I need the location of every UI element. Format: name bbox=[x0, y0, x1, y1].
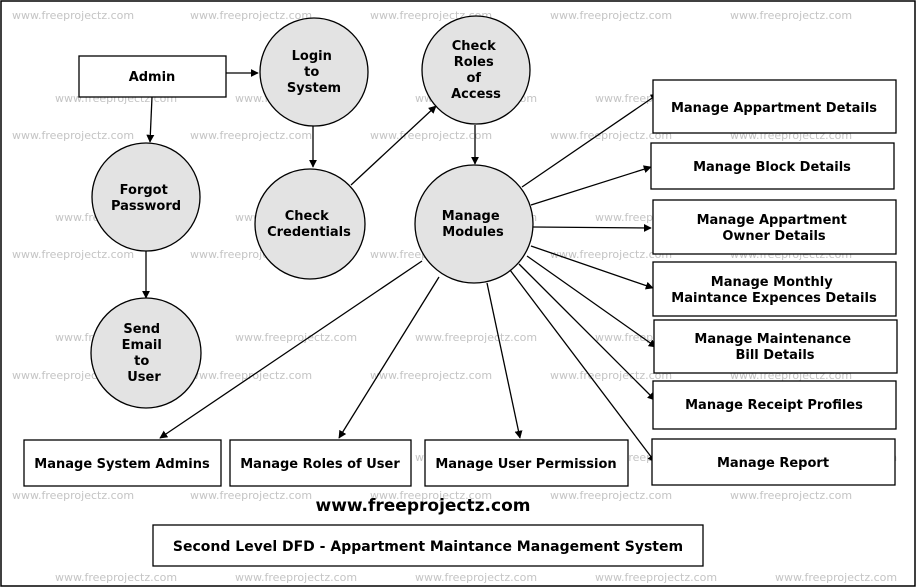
watermark-text: www.freeprojectz.com bbox=[12, 9, 134, 22]
watermark-text: www.freeprojectz.com bbox=[190, 129, 312, 142]
system-admins-label: Manage System Admins bbox=[34, 457, 210, 472]
watermark-text: www.freeprojectz.com bbox=[550, 369, 672, 382]
watermark-text: www.freeprojectz.com bbox=[775, 571, 897, 584]
entity-owner-details-box bbox=[652, 199, 897, 255]
entity-receipt-profiles-box bbox=[652, 380, 897, 430]
watermark-text: www.freeprojectz.com bbox=[550, 129, 672, 142]
entity-block-details-box bbox=[650, 142, 895, 190]
watermark-text: www.freeprojectz.com bbox=[550, 9, 672, 22]
watermark-text: www.freeprojectz.com bbox=[415, 571, 537, 584]
watermark-text: www.freeprojectz.com bbox=[12, 248, 134, 261]
flow-modules-to-block-details bbox=[530, 165, 652, 206]
entity-monthly-expences-box bbox=[652, 261, 897, 317]
watermark-text: www.freeprojectz.com bbox=[190, 9, 312, 22]
watermark-text: www.freeprojectz.com bbox=[595, 571, 717, 584]
process-check-roles-circle bbox=[421, 15, 531, 125]
check-roles-label: Check Roles of Access bbox=[451, 39, 501, 102]
flow-modules-to-report bbox=[509, 269, 656, 463]
watermark-text: www.freeprojectz.com bbox=[730, 489, 852, 502]
watermark-text: www.freeprojectz.com bbox=[550, 248, 672, 261]
maintenance-bill-label: Manage Maintenance Bill Details bbox=[694, 332, 855, 363]
forgot-password-label: Forgot Password bbox=[111, 183, 181, 214]
owner-details-label: Manage Appartment Owner Details bbox=[697, 213, 852, 244]
watermark-text: www.freeprojectz.com bbox=[370, 369, 492, 382]
node-labels: Admin Login to System Check Roles of Acc… bbox=[34, 39, 877, 472]
flow-modules-to-monthly-expences bbox=[530, 245, 654, 290]
process-manage-modules-circle bbox=[414, 164, 534, 284]
watermark-text: www.freeprojectz.com bbox=[55, 571, 177, 584]
flow-modules-to-appartment-details bbox=[521, 93, 659, 188]
flow-modules-to-system-admins bbox=[159, 260, 423, 439]
flow-modules-to-roles-of-user bbox=[338, 276, 440, 439]
flow-modules-to-owner-details bbox=[532, 223, 652, 232]
send-email-label: Send Email to User bbox=[122, 322, 167, 385]
entity-admin-box bbox=[78, 55, 227, 98]
process-circles bbox=[90, 15, 534, 409]
process-check-credentials-circle bbox=[254, 168, 366, 280]
flow-check-credentials-to-check-roles bbox=[350, 105, 437, 186]
check-credentials-label: Check Credentials bbox=[267, 209, 351, 240]
process-send-email-circle bbox=[90, 297, 202, 409]
entity-report-box bbox=[651, 438, 896, 486]
entity-user-permission-box bbox=[424, 439, 629, 487]
flow-modules-to-maintenance-bill bbox=[526, 255, 657, 348]
user-permission-label: Manage User Permission bbox=[435, 457, 616, 472]
entity-maintenance-bill-box bbox=[653, 319, 898, 374]
title-box bbox=[152, 524, 704, 567]
process-forgot-password-circle bbox=[91, 142, 201, 252]
receipt-profiles-label: Manage Receipt Profiles bbox=[685, 398, 863, 413]
watermark-text: www.freeprojectz.com bbox=[190, 369, 312, 382]
diagram-title: Second Level DFD - Appartment Maintance … bbox=[173, 539, 683, 555]
login-label: Login to System bbox=[287, 49, 341, 96]
watermark-text: www.freeprojectz.com bbox=[730, 9, 852, 22]
watermark-text: www.freeprojectz.com bbox=[235, 571, 357, 584]
appartment-details-label: Manage Appartment Details bbox=[671, 101, 877, 116]
block-details-label: Manage Block Details bbox=[693, 160, 851, 175]
flow-modules-to-receipt-profiles bbox=[518, 263, 656, 401]
admin-label: Admin bbox=[129, 70, 176, 85]
watermark-text: www.freeprojectz.com bbox=[415, 331, 537, 344]
entity-boxes bbox=[23, 55, 898, 487]
process-login-circle bbox=[259, 17, 369, 127]
website-caption: www.freeprojectz.com bbox=[316, 496, 531, 516]
flow-modules-to-user-permission bbox=[486, 282, 523, 439]
watermark-text: www.freeprojectz.com bbox=[370, 489, 492, 502]
watermark-text: www.freeprojectz.com bbox=[190, 489, 312, 502]
watermark-text: www.freeprojectz.com bbox=[12, 129, 134, 142]
entity-system-admins-box bbox=[23, 439, 222, 487]
flow-admin-to-forgot-password bbox=[146, 96, 155, 143]
manage-modules-label: Manage Modules bbox=[442, 209, 504, 240]
watermark-text: www.freeprojectz.com bbox=[12, 489, 134, 502]
watermark-text: www.freeprojectz.com bbox=[370, 129, 492, 142]
roles-of-user-label: Manage Roles of User bbox=[240, 457, 400, 472]
flow-arrows bbox=[142, 69, 659, 463]
entity-appartment-details-box bbox=[652, 79, 897, 134]
watermark-text: www.freeprojectz.com bbox=[235, 331, 357, 344]
watermark-text: www.freeprojectz.com bbox=[550, 489, 672, 502]
entity-roles-of-user-box bbox=[229, 439, 412, 487]
monthly-expences-label: Manage Monthly Maintance Expences Detail… bbox=[671, 275, 877, 306]
report-label: Manage Report bbox=[717, 456, 829, 471]
